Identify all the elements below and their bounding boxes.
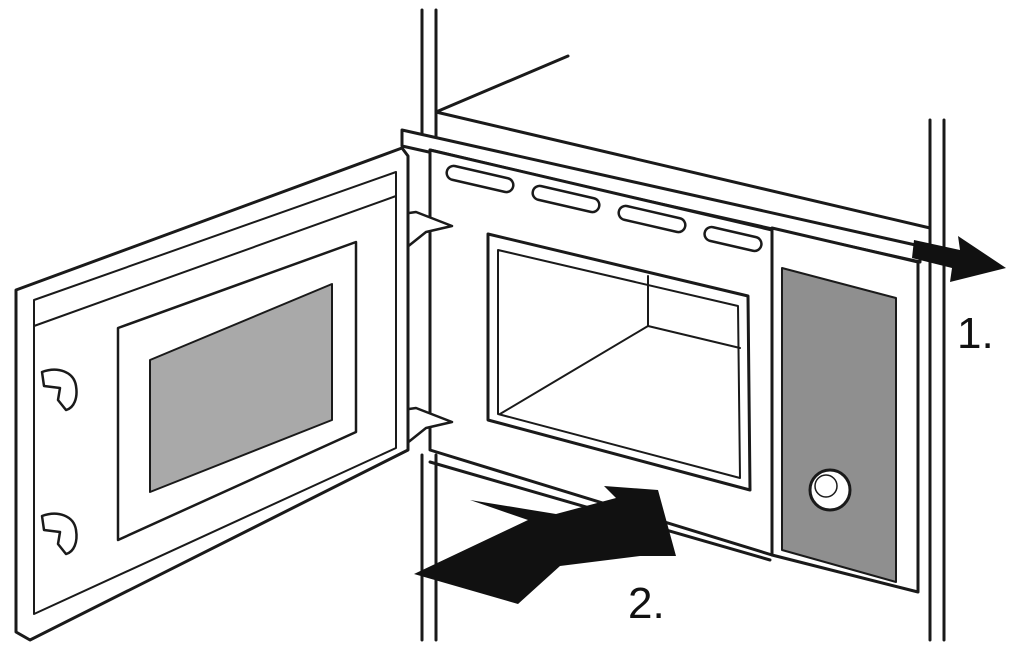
step-1-label: 1. <box>957 309 994 358</box>
step-2-label: 2. <box>628 579 665 628</box>
open-door <box>14 146 410 642</box>
cavity <box>486 232 752 492</box>
cabinet-outline <box>420 8 946 642</box>
arrow-right-icon <box>912 236 1006 282</box>
control-panel <box>770 226 920 594</box>
door-latch-bottom <box>40 512 78 556</box>
door-window <box>149 283 333 493</box>
arrow-up-right-icon <box>414 486 676 604</box>
vent-slots <box>445 164 763 253</box>
door-latch-top <box>40 368 78 412</box>
